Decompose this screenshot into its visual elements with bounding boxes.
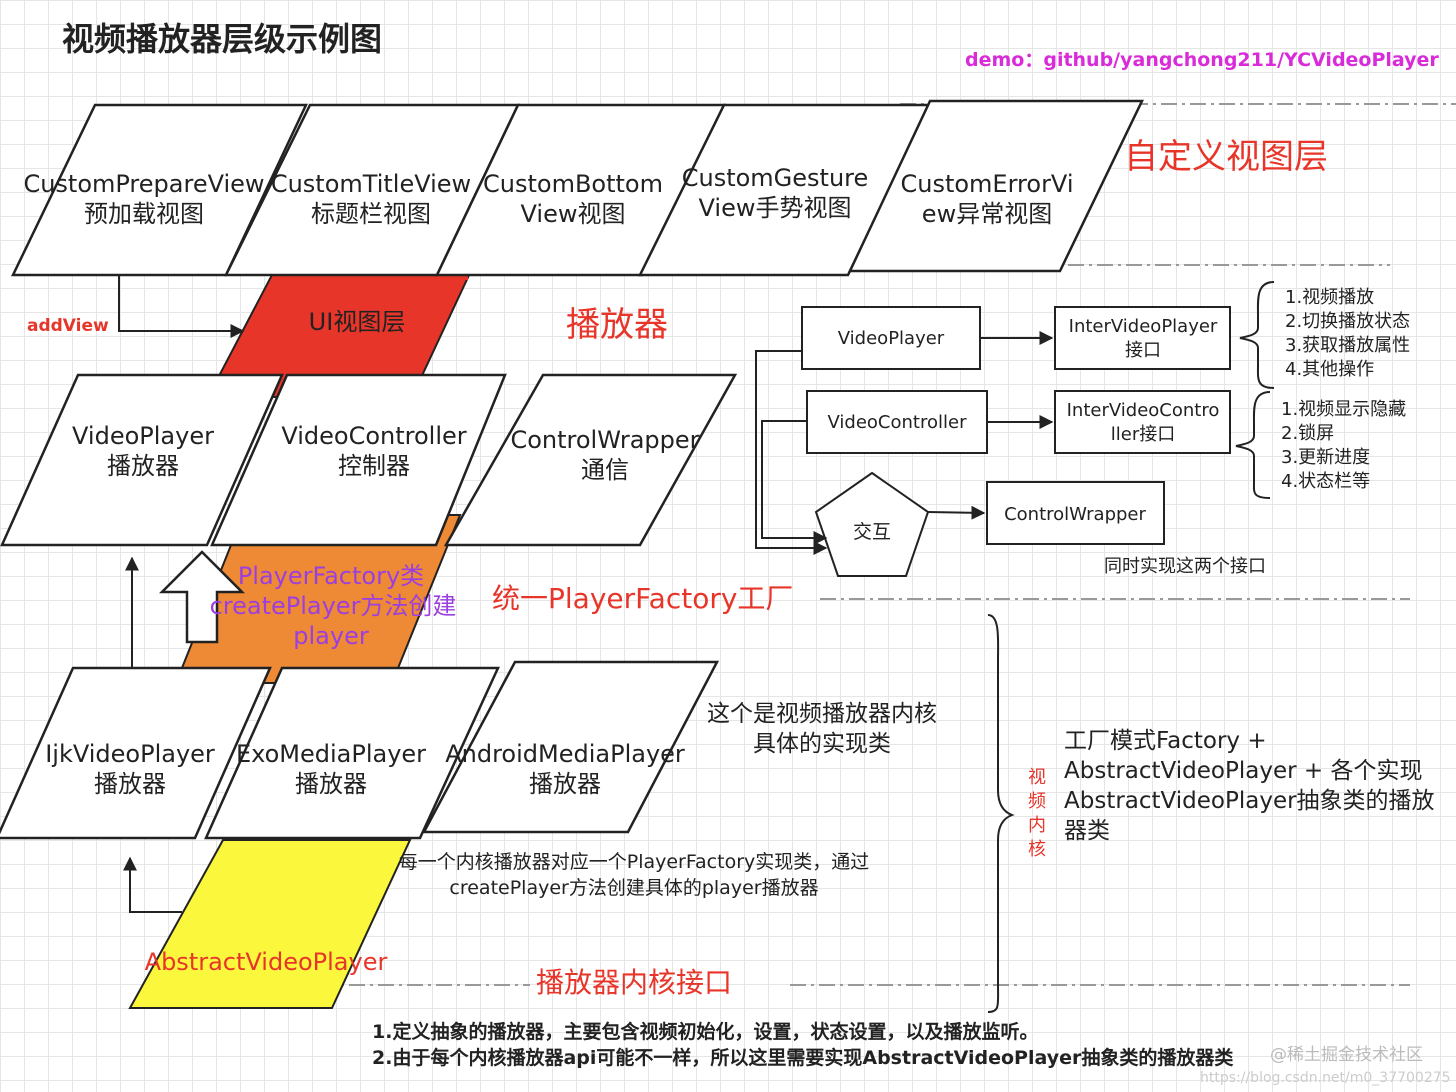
rd-player-list-3: 3.获取播放属性: [1285, 335, 1410, 356]
add-view-arrow: [118, 275, 245, 338]
rd-video-controller-box: [806, 390, 988, 454]
class-diagram: VideoPlayer InterVideoPlayer 接口 VideoCon…: [755, 281, 1410, 577]
kernel-side-text-3: AbstractVideoPlayer抽象类的播放: [1064, 788, 1435, 814]
kernel-note-1: 这个是视频播放器内核: [707, 701, 937, 727]
custom-error-label-1: CustomErrorVi: [900, 170, 1073, 198]
custom-error-label-2: ew异常视图: [922, 200, 1052, 228]
rd-control-wrapper-label: ControlWrapper: [1004, 504, 1146, 525]
rd-video-player-box: [801, 306, 981, 370]
rd-player-list-4: 4.其他操作: [1285, 359, 1374, 380]
control-wrapper-label-2: 通信: [581, 456, 629, 484]
rd-player-list-1: 1.视频播放: [1285, 287, 1374, 308]
rd-controller-list-1: 1.视频显示隐藏: [1281, 399, 1406, 420]
custom-prepare-label-1: CustomPrepareView: [23, 170, 264, 198]
rd-inter-video-controller-box: [1054, 390, 1231, 454]
rd-player-list-2: 2.切换播放状态: [1285, 311, 1410, 332]
factory-note-2: createPlayer方法创建具体的player播放器: [449, 877, 818, 899]
custom-gesture-view-box: [637, 103, 932, 277]
video-controller-box: [210, 373, 507, 547]
factory-label-1: PlayerFactory类: [238, 562, 424, 590]
rd-arrow-controller-interaction: [761, 420, 828, 545]
factory-label-2: createPlayer方法创建: [210, 592, 457, 620]
bottom-note-1: 1.定义抽象的播放器，主要包含视频初始化，设置，状态设置，以及播放监听。: [372, 1020, 1038, 1043]
kernel-side-text-1: 工厂模式Factory +: [1064, 728, 1267, 754]
player-layer-label: 播放器: [566, 305, 668, 345]
exo-player-label-1: ExoMediaPlayer: [236, 740, 426, 768]
kernel-side-label-3: 内: [1028, 815, 1046, 836]
factory-label-3: player: [293, 622, 369, 650]
video-controller-label-1: VideoController: [281, 422, 466, 450]
rd-interaction-label: 交互: [853, 521, 891, 543]
android-player-label-2: 播放器: [529, 770, 601, 798]
rd-inter-video-player-label-2: 接口: [1125, 340, 1161, 361]
rd-video-controller-label: VideoController: [828, 412, 968, 433]
rd-controller-list-2: 2.锁屏: [1281, 423, 1334, 444]
kernel-note-2: 具体的实现类: [753, 731, 891, 757]
ijk-player-label-2: 播放器: [94, 770, 166, 798]
video-player-label-2: 播放器: [107, 452, 179, 480]
add-view-label: addView: [27, 316, 109, 336]
rd-interaction-pentagon: [814, 471, 930, 577]
custom-error-view-box: [848, 99, 1144, 273]
watermark-url: https://blog.csdn.net/m0_37700275: [1200, 1070, 1451, 1086]
custom-gesture-label-2: View手势视图: [699, 194, 852, 222]
abstract-player-box: [128, 839, 412, 1009]
rd-inter-video-controller-label-1: InterVideoContro: [1067, 400, 1220, 421]
kernel-side-brace: [987, 614, 1015, 1013]
watermark: @稀土掘金技术社区: [1270, 1045, 1423, 1065]
kernel-side-label-2: 频: [1028, 791, 1046, 812]
ijk-player-box: [0, 666, 272, 840]
rd-inter-video-player-box: [1054, 306, 1231, 370]
bottom-note-2: 2.由于每个内核播放器api可能不一样，所以这里需要实现AbstractVide…: [372, 1046, 1233, 1069]
custom-view-layer-label: 自定义视图层: [1124, 137, 1328, 177]
exo-player-label-2: 播放器: [295, 770, 367, 798]
rd-control-wrapper-box: [986, 481, 1165, 545]
demo-link[interactable]: demo：github/yangchong211/YCVideoPlayer: [965, 49, 1439, 71]
custom-gesture-label-1: CustomGesture: [682, 164, 869, 192]
factory-note-1: 每一个内核播放器对应一个PlayerFactory实现类，通过: [399, 851, 870, 873]
custom-bottom-label-1: CustomBottom: [483, 170, 663, 198]
abstract-player-label: AbstractVideoPlayer: [145, 948, 388, 976]
custom-prepare-label-2: 预加载视图: [84, 200, 204, 228]
custom-title-label-1: CustomTitleView: [271, 170, 471, 198]
control-wrapper-label-1: ControlWrapper: [510, 426, 699, 454]
kernel-side-label-1: 视: [1028, 767, 1046, 788]
video-controller-label-2: 控制器: [338, 452, 410, 480]
kernel-side-text-4: 器类: [1064, 818, 1110, 844]
abstract-to-kernel-arrow: [123, 856, 182, 913]
page-title: 视频播放器层级示例图: [62, 20, 382, 58]
factory-layer-label: 统一PlayerFactory工厂: [492, 582, 793, 615]
custom-bottom-label-2: View视图: [521, 200, 626, 228]
video-player-label-1: VideoPlayer: [72, 422, 214, 450]
video-player-box: [0, 373, 284, 547]
kernel-interface-layer-label: 播放器内核接口: [536, 966, 732, 999]
rd-inter-video-controller-label-2: ller接口: [1111, 424, 1175, 445]
kernel-side-label-4: 核: [1028, 839, 1046, 860]
ijk-player-label-1: IjkVideoPlayer: [45, 740, 215, 768]
rd-inter-video-player-label-1: InterVideoPlayer: [1069, 316, 1218, 337]
rd-arrow-player-interaction: [755, 350, 828, 555]
rd-controller-list-4: 4.状态栏等: [1281, 471, 1370, 492]
rd-video-player-label: VideoPlayer: [838, 328, 945, 349]
rd-both-note: 同时实现这两个接口: [1104, 556, 1266, 577]
kernel-side-text-2: AbstractVideoPlayer + 各个实现: [1064, 758, 1422, 784]
hollow-up-arrow-icon: [158, 550, 246, 644]
android-player-box: [421, 660, 720, 834]
control-wrapper-box: [443, 373, 738, 547]
custom-title-label-2: 标题栏视图: [311, 200, 431, 228]
rd-player-brace: [1239, 281, 1275, 389]
exo-player-box: [204, 666, 500, 840]
rd-controller-list-3: 3.更新进度: [1281, 447, 1370, 468]
android-player-label-1: AndroidMediaPlayer: [445, 740, 685, 768]
rd-arrow-interaction-wrapper: [927, 505, 986, 520]
ui-layer-label: UI视图层: [309, 308, 406, 336]
rd-controller-brace: [1235, 391, 1271, 499]
